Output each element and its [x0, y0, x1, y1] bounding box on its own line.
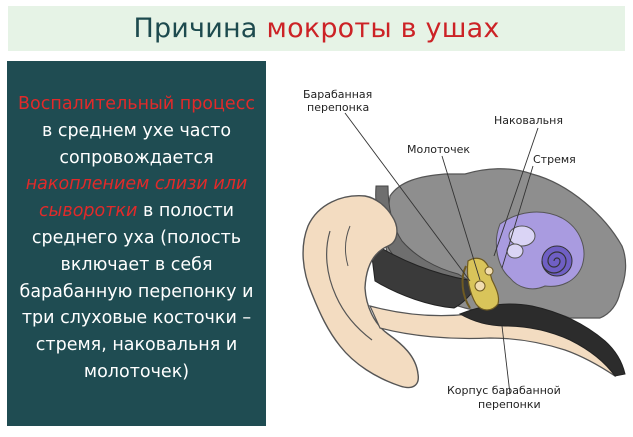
semicircular-canal-2	[506, 243, 524, 259]
label-eardrum-1: Барабанная	[303, 88, 372, 101]
auricle-fold	[326, 230, 373, 341]
ear-diagram-svg: Барабанная перепонка Наковальня Молоточе…	[302, 88, 627, 411]
title-part-2: мокроты в ушах	[266, 13, 500, 44]
semicircular-canal	[508, 225, 536, 247]
label-eardrum-2: перепонка	[307, 101, 369, 114]
title-bar: Причина мокроты в ушах	[8, 6, 625, 51]
highlight-inflammation: Воспалительный процесс	[18, 94, 255, 114]
ear-diagram: Барабанная перепонка Наковальня Молоточе…	[270, 56, 633, 437]
ear-canal-dark	[369, 239, 476, 309]
auricle	[302, 195, 419, 389]
cochlea	[541, 245, 573, 277]
description-panel: Воспалительный процесс в среднем ухе час…	[7, 61, 266, 426]
label-stirrup: Стремя	[533, 153, 576, 166]
label-anvil: Наковальня	[494, 114, 563, 127]
mucus-spot-2	[484, 266, 494, 276]
title-part-1: Причина	[133, 13, 258, 44]
eardrum	[461, 265, 471, 309]
description-text-1: в среднем ухе часто сопровождается	[41, 120, 232, 168]
auricle-fold-2	[345, 225, 351, 267]
mucus-spot	[474, 280, 486, 292]
label-body-2: перепонки	[478, 398, 541, 411]
cochlea-spiral	[541, 251, 567, 274]
description-text-2: в полости среднего уха (полость включает…	[19, 201, 254, 382]
label-body-1: Корпус барабанной	[447, 384, 561, 397]
lower-dark-band	[458, 303, 626, 377]
highlight-mucus: накоплением слизи или сыворотки	[25, 174, 248, 222]
label-hammer: Молоточек	[407, 143, 470, 156]
leader-lines	[344, 112, 539, 395]
